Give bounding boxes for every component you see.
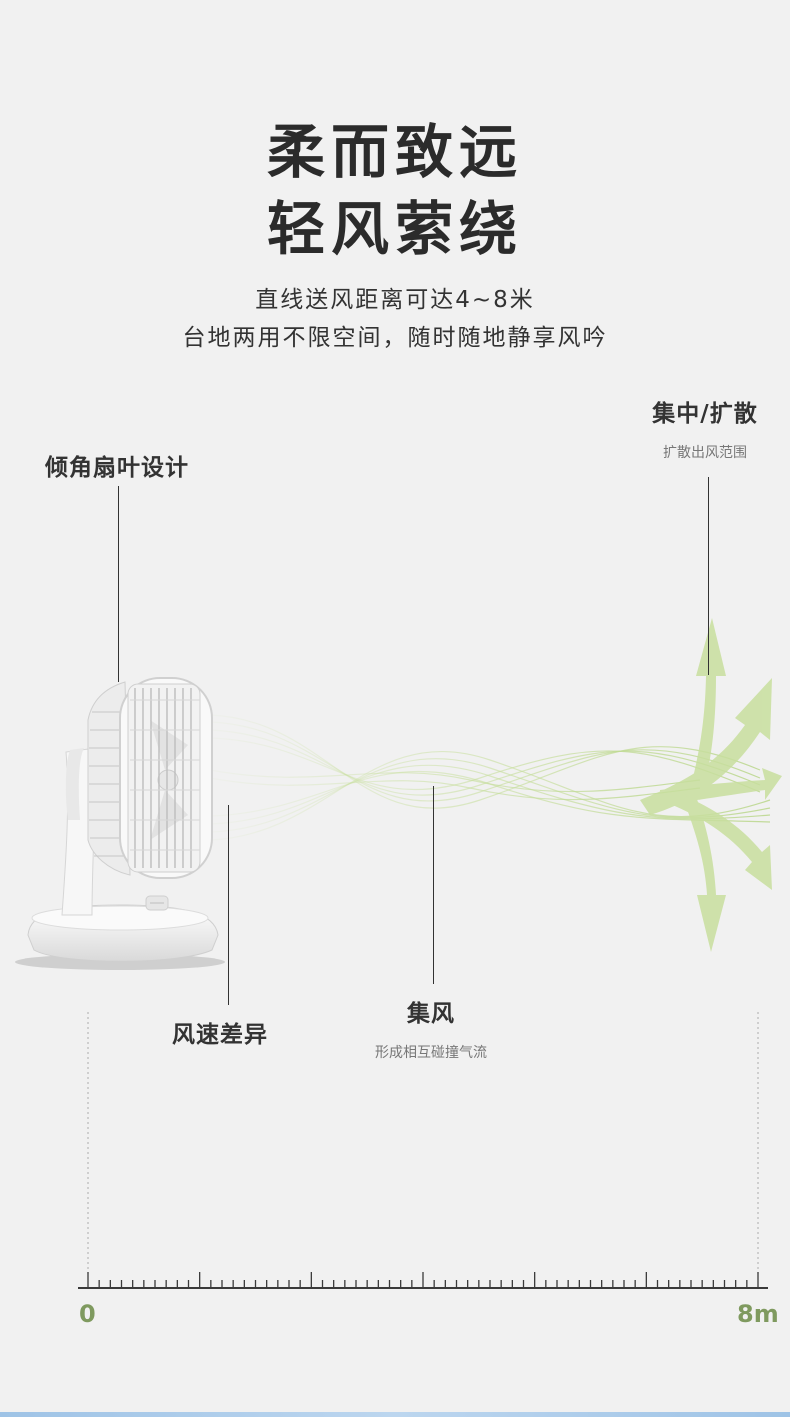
callout-concentrate-desc: 形成相互碰撞气流 (375, 1045, 487, 1061)
headline-line1: 柔而致远 (266, 118, 523, 186)
airflow-ribbons (209, 714, 771, 841)
callout-tilt-blade: 倾角扇叶设计 (45, 455, 189, 481)
callout-focus-spread-desc: 扩散出风范围 (663, 445, 747, 461)
headline-line2: 轻风萦绕 (266, 195, 523, 263)
leader-tilt-blade (118, 486, 119, 682)
leader-concentrate (433, 786, 434, 984)
scale-start-label: 0 (79, 1300, 96, 1328)
callout-focus-spread: 集中/扩散 扩散出风范围 (630, 394, 780, 462)
callout-focus-spread-title: 集中/扩散 (652, 401, 758, 427)
leader-speed-diff (228, 805, 229, 1005)
scale-end-label: 8m (737, 1300, 779, 1328)
callout-concentrate: 集风 形成相互碰撞气流 (356, 994, 506, 1062)
subtitle-line2: 台地两用不限空间，随时随地静享风吟 (182, 325, 608, 351)
leader-focus-spread (708, 477, 709, 675)
desk-fan-illustration (15, 677, 225, 970)
callout-concentrate-title: 集风 (407, 1001, 455, 1027)
airflow-arrows (640, 618, 782, 952)
subtitle-line1: 直线送风距离可达4~8米 (255, 287, 535, 313)
bottom-strip (0, 1412, 790, 1417)
callout-speed-diff: 风速差异 (172, 1022, 268, 1048)
distance-ruler (78, 1272, 768, 1289)
